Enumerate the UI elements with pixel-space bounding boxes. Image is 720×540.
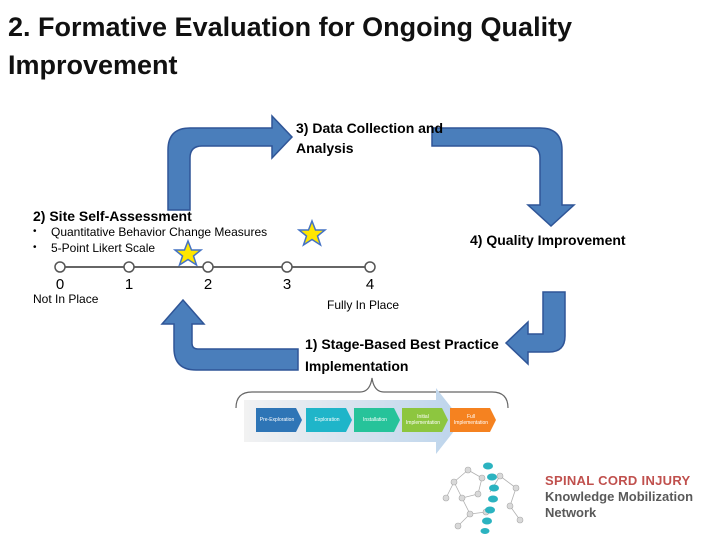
stage-label-5: Full Implementation (453, 414, 489, 426)
likert-point-3 (281, 261, 293, 273)
star-icon-quality (296, 218, 328, 247)
page-title: 2. Formative Evaluation for Ongoing Qual… (8, 12, 573, 80)
stage-chevron-4 (402, 408, 448, 432)
cycle-arrow-top-right (431, 127, 576, 228)
stage-label-1: Pre-Exploration (259, 417, 295, 423)
stage-chevron-5 (450, 408, 496, 432)
bullet-item: • 5-Point Likert Scale (33, 240, 303, 256)
bullet-text: Quantitative Behavior Change Measures (51, 225, 268, 239)
bullet-text: 5-Point Likert Scale (51, 241, 156, 255)
stage-label-2: Exploration (314, 417, 340, 423)
step-quality-improvement: 4) Quality Improvement (470, 232, 626, 248)
stage-label-3: Installation (363, 417, 387, 423)
cycle-arrow-top-left (167, 114, 294, 211)
star-icon-self-assessment (172, 238, 204, 267)
bullet-dot: • (33, 242, 37, 253)
stage-label-4: Initial Implementation (405, 414, 441, 426)
step-self-assessment: 2) Site Self-Assessment (33, 208, 192, 224)
stage-chevron-1 (256, 408, 302, 432)
scale-tick-0: 0 (55, 276, 65, 293)
stage-chevron-3 (354, 408, 400, 432)
logo-spine (480, 462, 499, 534)
cycle-arrow-bottom-right (504, 291, 566, 366)
scale-low-label: Not In Place (33, 292, 99, 306)
likert-point-1 (123, 261, 135, 273)
stage-chevron-2 (306, 408, 352, 432)
scale-tick-1: 1 (124, 276, 134, 293)
stages-arrow (244, 388, 462, 454)
likert-point-0 (54, 261, 66, 273)
scale-tick-3: 3 (282, 276, 292, 293)
logo-title: SPINAL CORD INJURY (545, 473, 691, 488)
bullet-list: • Quantitative Behavior Change Measures … (33, 224, 303, 256)
logo-subtitle: Knowledge Mobilization (545, 489, 694, 504)
logo-network-nodes (442, 466, 524, 530)
bullet-dot: • (33, 226, 37, 237)
likert-point-4 (364, 261, 376, 273)
likert-point-2 (202, 261, 214, 273)
scale-tick-2: 2 (203, 276, 213, 293)
step-implementation: 1) Stage-Based Best Practice Implementat… (305, 336, 499, 374)
scale-high-label: Fully In Place (327, 298, 400, 312)
step-data-collection: 3) Data Collection and Analysis (296, 120, 444, 156)
brace (235, 377, 509, 409)
logo-network: Network (545, 505, 597, 520)
scale-tick-4: 4 (365, 276, 375, 293)
bullet-item: • Quantitative Behavior Change Measures (33, 224, 303, 240)
cycle-arrow-bottom-left (160, 298, 299, 371)
